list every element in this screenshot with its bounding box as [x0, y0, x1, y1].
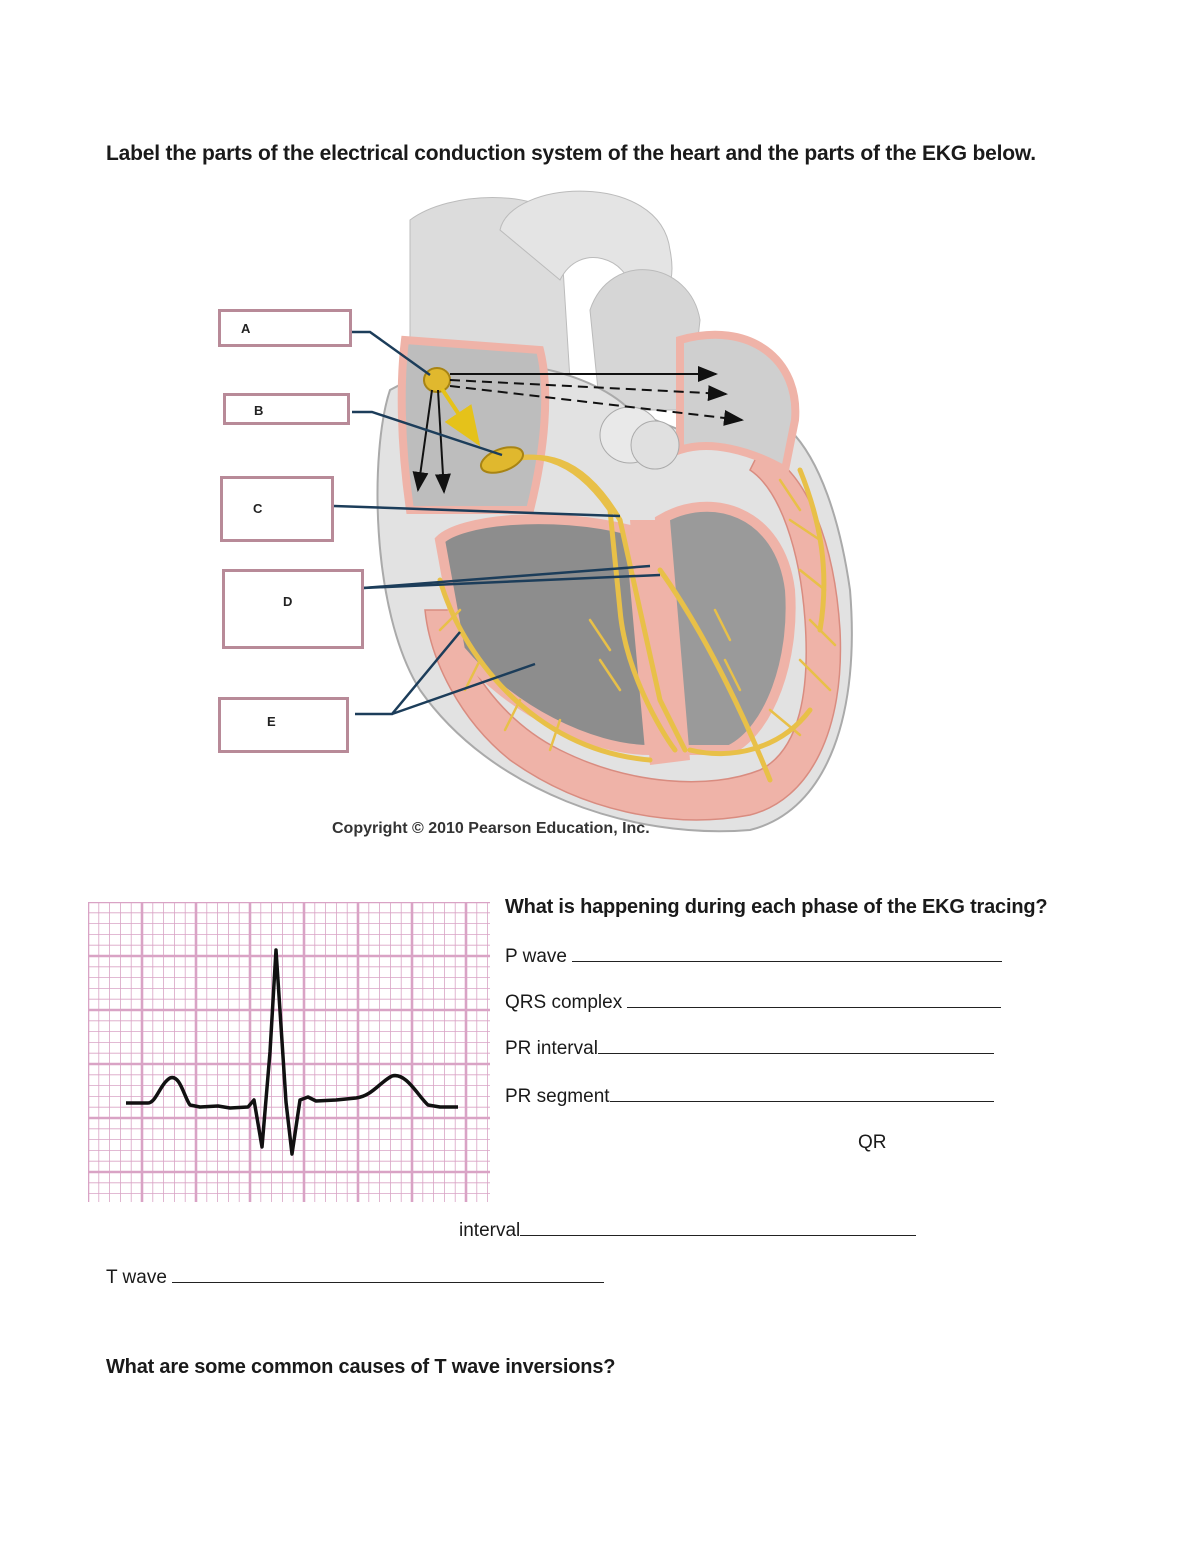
label-box-d[interactable]: D — [222, 569, 364, 649]
answer-blank[interactable] — [572, 945, 1003, 962]
label-box-letter: E — [267, 714, 276, 729]
answer-blank[interactable] — [597, 1037, 994, 1054]
answer-label: PR segment — [505, 1086, 610, 1107]
label-box-letter: C — [253, 501, 263, 516]
label-box-c[interactable]: C — [220, 476, 334, 542]
ekg-grid — [88, 902, 490, 1202]
label-box-letter: D — [283, 594, 293, 609]
label-box-e[interactable]: E — [218, 697, 349, 753]
answer-label: QR — [858, 1132, 887, 1153]
label-box-a[interactable]: A — [218, 309, 352, 347]
answer-line-p-wave[interactable]: P wave — [505, 945, 1003, 968]
ekg-question-heading: What is happening during each phase of t… — [505, 896, 1048, 918]
answer-blank[interactable] — [520, 1219, 917, 1236]
label-box-letter: B — [254, 403, 264, 418]
answer-line-qrs-complex[interactable]: QRS complex — [505, 991, 1002, 1014]
answer-blank[interactable] — [172, 1266, 605, 1283]
t-wave-inversion-question: What are some common causes of T wave in… — [106, 1356, 616, 1378]
answer-line-pr-interval[interactable]: PR interval — [505, 1037, 994, 1060]
answer-label: interval — [459, 1220, 521, 1241]
ekg-waveform — [126, 948, 458, 1156]
answer-line-pr-segment[interactable]: PR segment — [505, 1085, 994, 1108]
label-box-letter: A — [241, 321, 251, 336]
heart-conduction-illustration — [376, 190, 853, 833]
figure-copyright: Copyright © 2010 Pearson Education, Inc. — [332, 820, 650, 837]
answer-blank[interactable] — [609, 1085, 994, 1102]
label-box-b[interactable]: B — [223, 393, 350, 425]
answer-label: PR interval — [505, 1038, 598, 1059]
answer-label: T wave — [106, 1267, 173, 1288]
answer-blank[interactable] — [627, 991, 1002, 1008]
answer-line-qr-label: QR — [858, 1132, 887, 1154]
answer-line-t-wave[interactable]: T wave — [106, 1266, 605, 1289]
answer-label: P wave — [505, 946, 573, 967]
answer-line-qr-interval[interactable]: interval — [459, 1219, 917, 1242]
instructions-heading: Label the parts of the electrical conduc… — [106, 142, 1036, 165]
label-leader-lines — [333, 330, 661, 716]
answer-label: QRS complex — [505, 992, 628, 1013]
ekg-tracing — [88, 902, 490, 1202]
